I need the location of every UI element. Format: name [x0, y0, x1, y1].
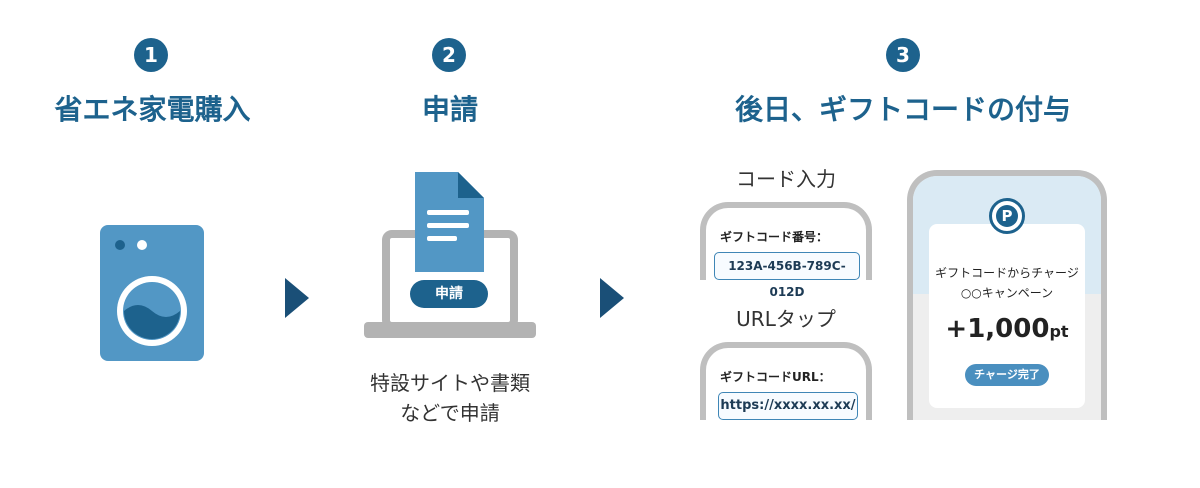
url-tap-phone: ギフトコードURL： https://xxxx.xx.xx/	[700, 342, 872, 420]
next-arrow-icon	[600, 278, 624, 318]
code-entry-heading: コード入力	[736, 167, 836, 191]
step-2-number: 2	[432, 38, 466, 72]
step-2-caption-line2: などで申請	[400, 401, 500, 425]
point-logo-icon: P	[989, 198, 1025, 234]
step-3-number: 3	[886, 38, 920, 72]
step-2-title: 申請	[421, 93, 478, 126]
laptop-document-icon	[364, 172, 536, 340]
step-1-title: 省エネ家電購入	[54, 93, 251, 126]
url-tap-heading: URLタップ	[736, 307, 836, 331]
apply-button[interactable]: 申請	[410, 280, 488, 308]
washing-machine-icon	[100, 225, 204, 361]
code-entry-phone: ギフトコード番号： 123A-456B-789C-012D	[700, 202, 872, 299]
gift-url-label: ギフトコードURL：	[720, 370, 831, 384]
charge-line2: ○○キャンペーン	[960, 286, 1054, 300]
gift-url-link[interactable]: https://xxxx.xx.xx/	[718, 392, 858, 420]
charge-line1: ギフトコードからチャージ	[935, 266, 1079, 280]
gift-code-label: ギフトコード番号：	[720, 230, 829, 244]
gift-code-field[interactable]: 123A-456B-789C-012D	[714, 252, 860, 299]
charge-complete-button[interactable]: チャージ完了	[965, 364, 1049, 386]
step-3-title: 後日、ギフトコードの付与	[734, 93, 1071, 126]
step-2-caption-line1: 特設サイトや書類	[370, 371, 530, 395]
charge-phone: P ギフトコードからチャージ ○○キャンペーン +1,000pt チャージ完了	[907, 170, 1107, 420]
points-value: +1,000	[945, 314, 1050, 344]
next-arrow-icon	[285, 278, 309, 318]
points-unit: pt	[1049, 322, 1069, 341]
step-1-number: 1	[134, 38, 168, 72]
point-logo-letter: P	[996, 205, 1018, 227]
points-amount: +1,000pt	[913, 314, 1101, 344]
